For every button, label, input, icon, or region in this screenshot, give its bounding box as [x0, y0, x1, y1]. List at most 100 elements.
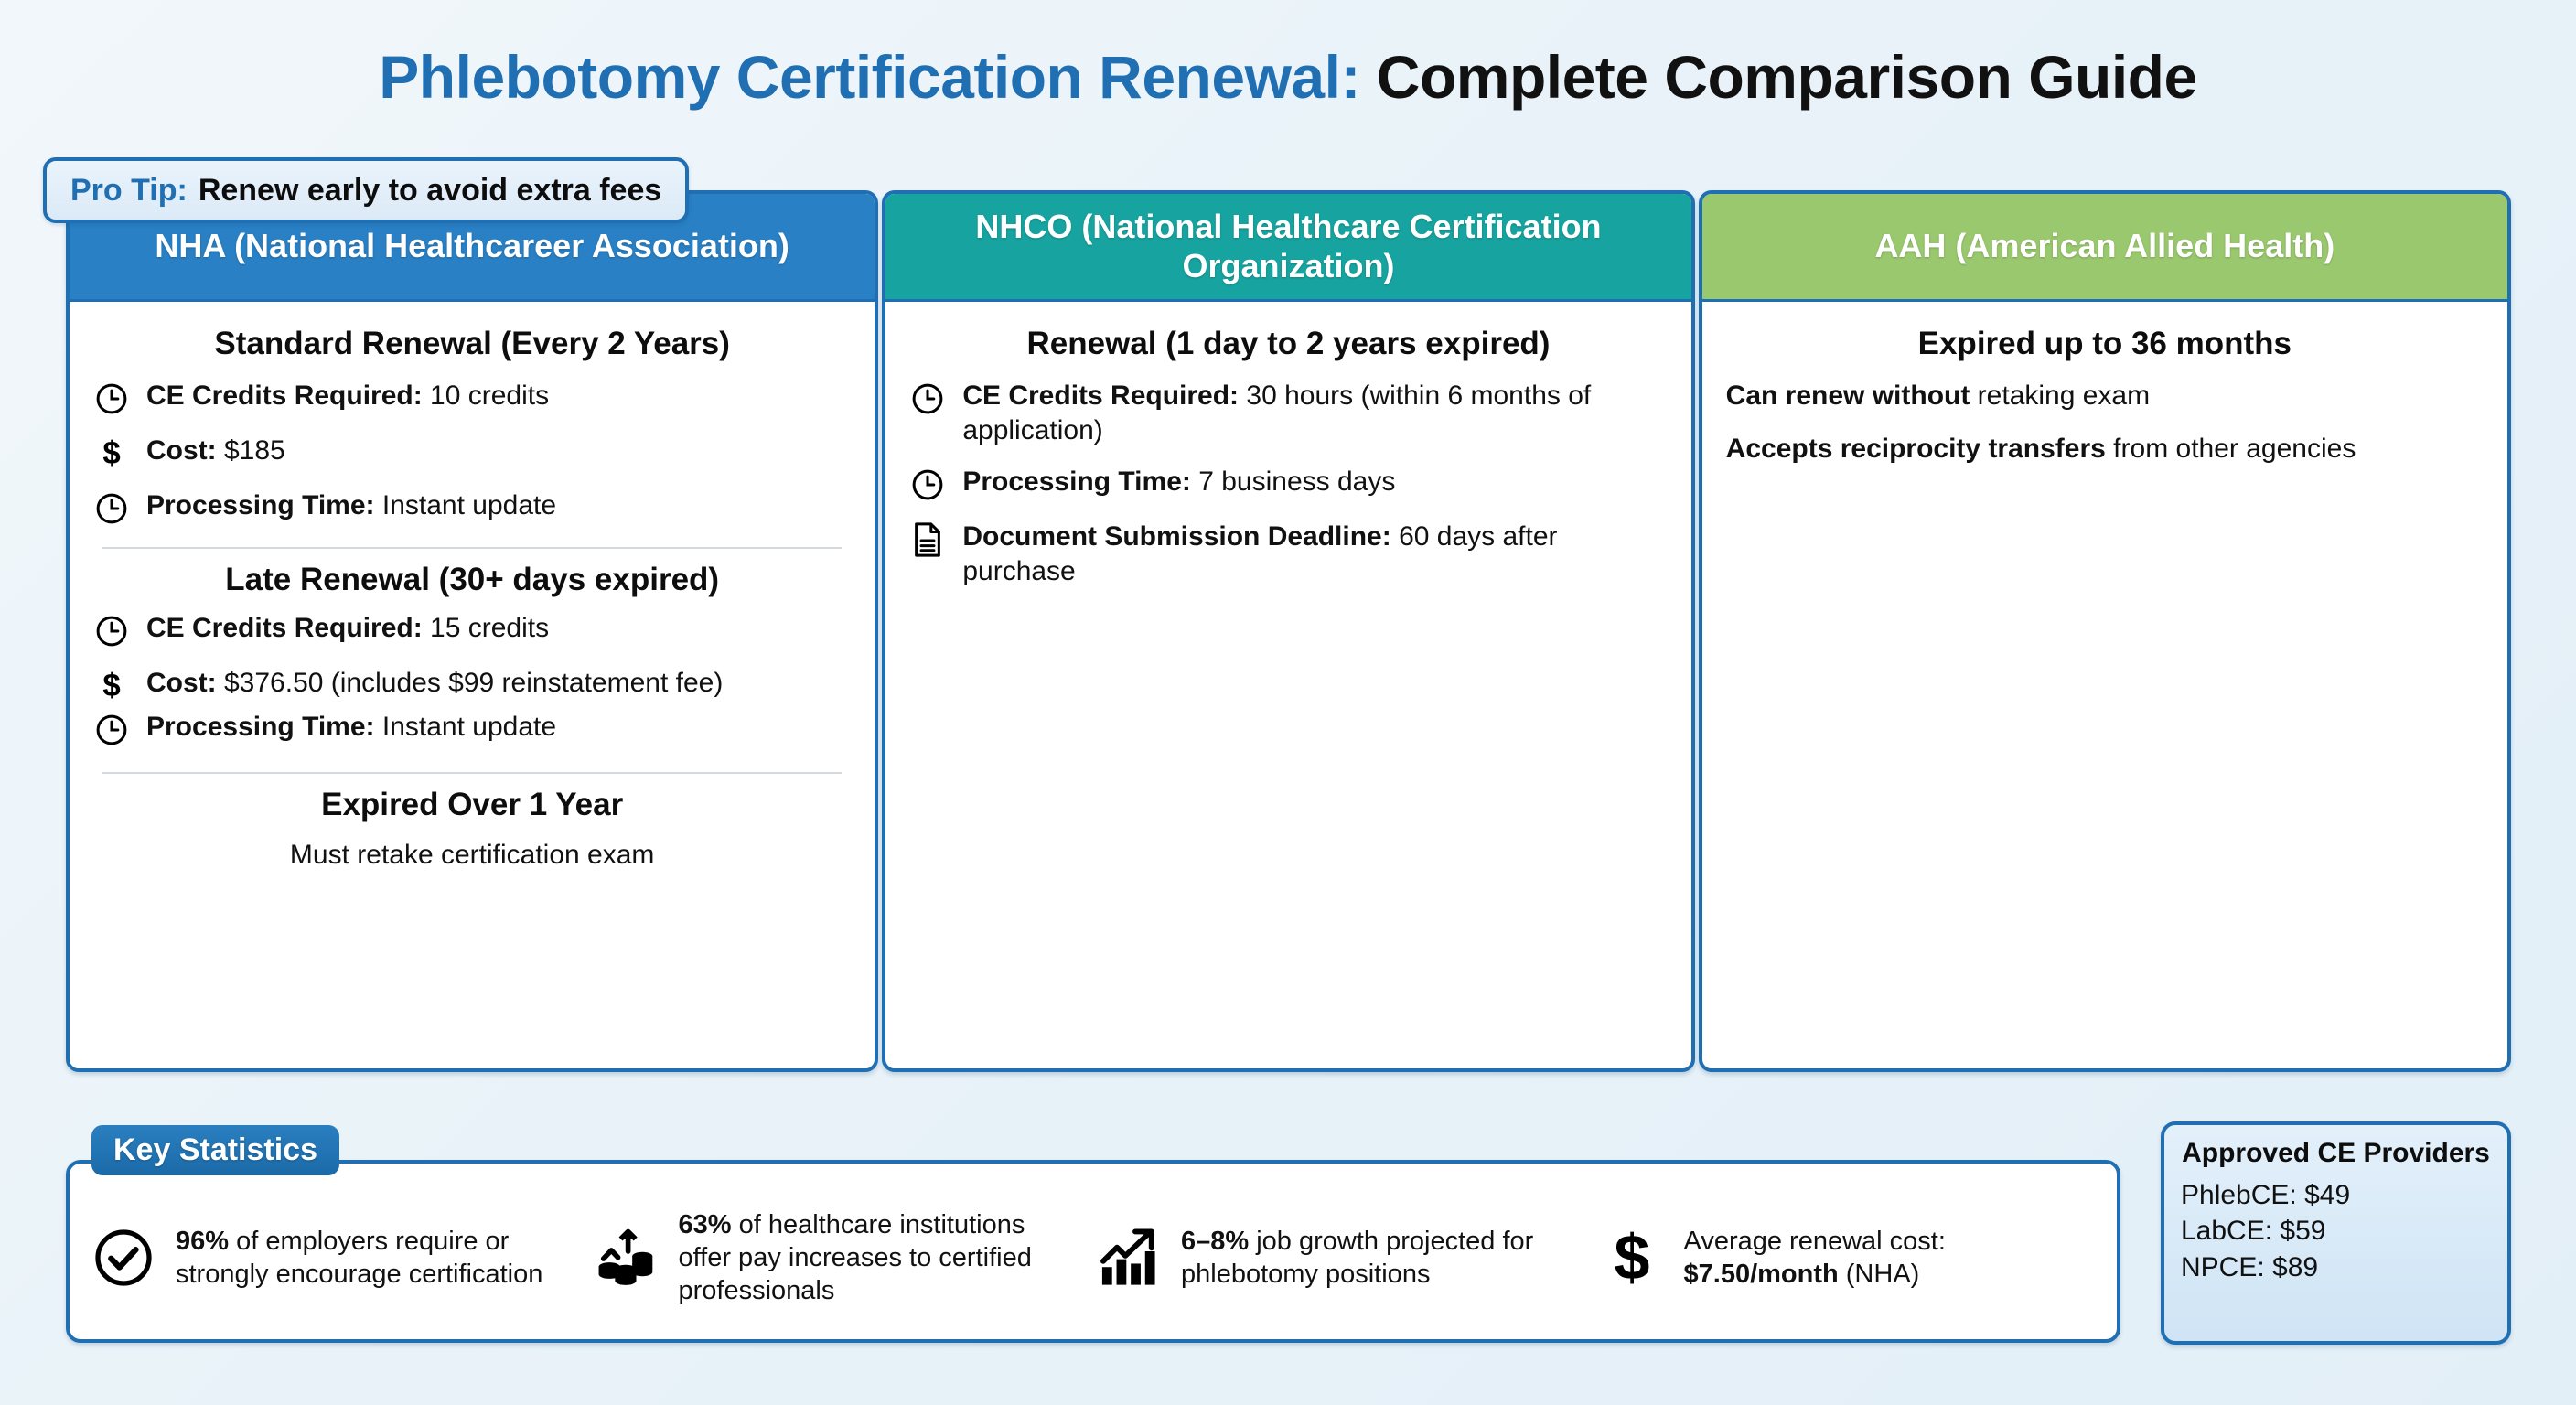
stat-body: job growth projected for phlebotomy posi… — [1181, 1226, 1534, 1289]
approved-ce-providers-box: Approved CE Providers PhlebCE: $49 LabCE… — [2161, 1121, 2511, 1345]
check-circle-icon — [88, 1222, 159, 1293]
stat-highlight: 63% — [678, 1209, 732, 1239]
list-item: Document Submission Deadline: 60 days af… — [909, 520, 1667, 589]
list-item-label: Processing Time: — [146, 712, 375, 742]
section-note-expired-over-1-year: Must retake certification exam — [289, 840, 655, 870]
page-title-accent: Phlebotomy Certification Renewal: — [379, 43, 1360, 111]
section-title-late-renewal: Late Renewal (30+ days expired) — [225, 562, 720, 597]
pro-tip-text: Renew early to avoid extra fees — [198, 172, 662, 208]
key-statistics-row: 96% of employers require or strongly enc… — [66, 1189, 2120, 1326]
list-item: Processing Time: Instant update — [93, 488, 851, 527]
key-statistics-panel — [66, 1160, 2120, 1343]
section-divider — [102, 772, 843, 774]
page-title-rest: Complete Comparison Guide — [1359, 43, 2197, 111]
list-item: CE Credits Required: 10 credits — [93, 379, 851, 417]
list-item-text: CE Credits Required: 10 credits — [146, 379, 549, 413]
list-item: CE Credits Required: 15 credits — [93, 611, 851, 649]
svg-text:$: $ — [1614, 1226, 1649, 1290]
clock-icon — [93, 381, 130, 417]
list-item-value: $185 — [216, 435, 285, 466]
list-item-label: CE Credits Required: — [146, 381, 423, 411]
list-item: Processing Time: 7 business days — [909, 465, 1667, 503]
stat-body: (NHA) — [1838, 1260, 1920, 1289]
dollar-icon: $ — [93, 668, 130, 704]
list-item-text: Processing Time: Instant update — [146, 488, 556, 523]
list-item-value: 10 credits — [422, 381, 550, 411]
approved-ce-providers-title: Approved CE Providers — [2182, 1138, 2490, 1168]
list-item-value: 30 hours (within 6 months of application… — [962, 381, 1592, 446]
stat-body: of employers require or strongly encoura… — [176, 1226, 543, 1289]
list-item-value: Instant update — [374, 712, 557, 742]
pro-tip-label: Pro Tip: — [70, 172, 188, 208]
list-item-value: Instant update — [374, 490, 557, 520]
clock-icon — [93, 490, 130, 527]
pro-tip-banner: Pro Tip: Renew early to avoid extra fees — [43, 157, 690, 223]
column-nha-body: Standard Renewal (Every 2 Years) CE Cred… — [70, 302, 875, 1068]
column-nhco: NHCO (National Healthcare Certification … — [882, 190, 1695, 1072]
list-item-text: Cost: $376.50 (includes $99 reinstatemen… — [146, 666, 723, 701]
list-item-label: Processing Time: — [962, 467, 1191, 498]
coins-up-icon — [591, 1222, 662, 1293]
stat-text: 63% of healthcare institutions offer pay… — [679, 1208, 1081, 1308]
section-title-standard-renewal: Standard Renewal (Every 2 Years) — [214, 326, 730, 361]
list-item-label: Cost: — [146, 668, 217, 698]
svg-text:$: $ — [102, 669, 120, 703]
list-item-text: Document Submission Deadline: 60 days af… — [962, 520, 1667, 589]
list-item-label: Cost: — [146, 435, 217, 466]
clock-icon — [909, 381, 946, 417]
stat-item: 63% of healthcare institutions offer pay… — [591, 1208, 1094, 1308]
list-item-value: 15 credits — [422, 613, 550, 643]
stat-highlight: $7.50/month — [1683, 1260, 1839, 1289]
list-item-text: Processing Time: Instant update — [146, 710, 556, 745]
list-item-text: Processing Time: 7 business days — [962, 465, 1395, 499]
list-item-label: CE Credits Required: — [962, 381, 1240, 411]
stat-item: 96% of employers require or strongly enc… — [88, 1222, 591, 1293]
dollar-icon: $ — [1596, 1222, 1668, 1293]
list-item-value: $376.50 (includes $99 reinstatement fee) — [216, 668, 724, 698]
clock-icon — [93, 613, 130, 649]
list-item-value: 7 business days — [1190, 467, 1396, 498]
column-aah-header: AAH (American Allied Health) — [1701, 194, 2507, 302]
stat-item: 6–8% job growth projected for phlebotomy… — [1093, 1222, 1596, 1293]
comparison-columns: NHA (National Healthcareer Association) … — [66, 190, 2511, 1072]
stat-item: $ Average renewal cost: $7.50/month (NHA… — [1596, 1222, 2099, 1293]
section-title-expired-over-1-year: Expired Over 1 Year — [321, 787, 624, 822]
column-aah: AAH (American Allied Health) Expired up … — [1698, 190, 2511, 1072]
list-item-value: retaking exam — [1970, 381, 2151, 411]
growth-chart-icon — [1093, 1222, 1165, 1293]
list-item: Can renew without retaking exam — [1726, 379, 2484, 413]
ce-provider-item: PhlebCE: $49 — [2181, 1179, 2351, 1210]
list-item: CE Credits Required: 30 hours (within 6 … — [909, 379, 1667, 448]
column-nha: NHA (National Healthcareer Association) … — [66, 190, 879, 1072]
document-icon — [909, 521, 946, 558]
page-title: Phlebotomy Certification Renewal: Comple… — [0, 42, 2576, 112]
section-title-renewal: Renewal (1 day to 2 years expired) — [1026, 326, 1551, 361]
list-item-label: Document Submission Deadline: — [962, 521, 1391, 552]
list-item-label: Processing Time: — [146, 490, 375, 520]
stat-text: Average renewal cost: $7.50/month (NHA) — [1684, 1225, 2087, 1292]
clock-icon — [909, 467, 946, 503]
list-item: Processing Time: Instant update — [93, 710, 851, 748]
ce-provider-item: LabCE: $59 — [2181, 1216, 2326, 1247]
list-item-value: 60 days after purchase — [962, 521, 1558, 587]
section-title-expired-up-to-36-months: Expired up to 36 months — [1917, 326, 2292, 361]
stat-prefix: Average renewal cost: — [1683, 1226, 1946, 1256]
list-item-label: Accepts reciprocity transfers — [1725, 434, 2106, 465]
list-item-label: CE Credits Required: — [146, 613, 423, 643]
list-item: Accepts reciprocity transfers from other… — [1726, 432, 2484, 467]
stat-text: 96% of employers require or strongly enc… — [176, 1225, 578, 1292]
list-item: $ Cost: $376.50 (includes $99 reinstatem… — [93, 666, 851, 704]
list-item: $ Cost: $185 — [93, 434, 851, 472]
ce-provider-item: NPCE: $89 — [2181, 1252, 2319, 1283]
list-item-text: CE Credits Required: 15 credits — [146, 611, 549, 646]
section-divider — [102, 547, 843, 549]
stat-body: of healthcare institutions offer pay inc… — [678, 1209, 1032, 1306]
list-item-text: CE Credits Required: 30 hours (within 6 … — [962, 379, 1667, 448]
dollar-icon: $ — [93, 435, 130, 472]
key-statistics-badge: Key Statistics — [91, 1125, 339, 1175]
svg-text:$: $ — [102, 436, 120, 471]
column-aah-body: Expired up to 36 months Can renew withou… — [1702, 302, 2507, 1068]
column-nhco-body: Renewal (1 day to 2 years expired) CE Cr… — [886, 302, 1690, 1068]
list-item-value: from other agencies — [2105, 434, 2356, 465]
stat-text: 6–8% job growth projected for phlebotomy… — [1181, 1225, 1583, 1292]
